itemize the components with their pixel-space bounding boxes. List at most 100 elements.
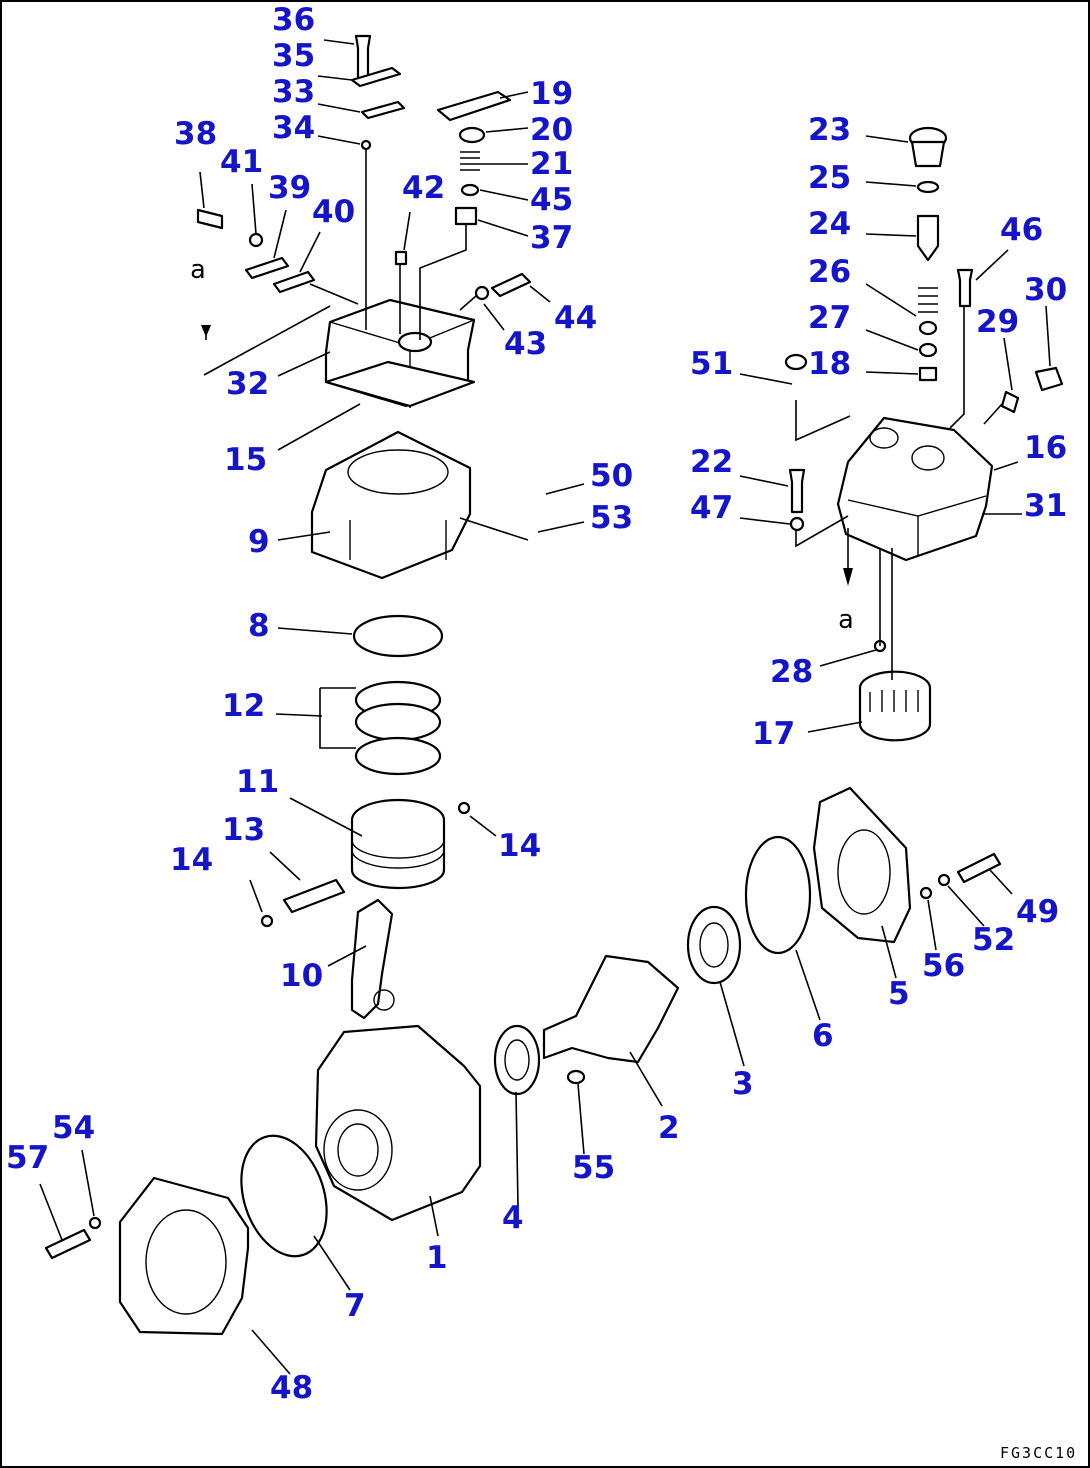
part-47-washer [789,516,805,532]
part-34-pin [360,139,372,151]
callout-47: 47 [690,490,733,526]
callout-56: 56 [922,948,965,984]
part-46-bolt [956,268,974,308]
drawing-code: FG3CC10 [1000,1444,1077,1462]
callout-34: 34 [272,110,315,146]
part-29-washer [1000,390,1020,414]
callout-53: 53 [590,500,633,536]
callout-22: 22 [690,444,733,480]
part-20-cap [458,126,486,144]
callout-5: 5 [888,976,910,1012]
part-12-ring-b [354,702,442,742]
part-10-conrod [350,898,394,1020]
callout-36: 36 [272,2,315,38]
callout-52: 52 [972,922,1015,958]
part-40-plate [272,270,316,294]
callout-6: 6 [812,1018,834,1054]
part-33-plate [360,100,406,120]
part-6-oring [744,835,812,955]
part-38-bolt [196,208,224,230]
callout-19: 19 [530,76,573,112]
part-13-pin [282,878,346,914]
callout-17: 17 [752,716,795,752]
part-39-plate [244,256,290,280]
callout-9: 9 [248,524,270,560]
callout-39: 39 [268,170,311,206]
callout-32: 32 [226,366,269,402]
part-54-washer [88,1216,102,1230]
callout-35: 35 [272,38,315,74]
callout-38: 38 [174,116,217,152]
callout-37: 37 [530,220,573,256]
callout-43: 43 [504,326,547,362]
part-shapes [44,34,1064,1336]
part-1-crankcase [314,1024,482,1222]
part-45-ring [460,183,480,197]
callout-8: 8 [248,608,270,644]
callout-10: 10 [280,958,323,994]
callout-54: 54 [52,1110,95,1146]
part-25-ring [916,180,940,194]
assembly-lines [201,148,1003,680]
part-55-key [566,1069,586,1085]
callout-51: 51 [690,346,733,382]
callout-11: 11 [236,764,279,800]
part-43-washer [474,285,490,301]
part-22-bolt [788,468,806,514]
callout-25: 25 [808,160,851,196]
part-56-washer [919,886,933,900]
callout-12: 12 [222,688,265,724]
callout-33: 33 [272,74,315,110]
part-8-oring [352,614,444,658]
part-18-plug [918,366,938,382]
callout-31: 31 [1024,488,1067,524]
callout-57: 57 [6,1140,49,1176]
part-7-oring [240,1134,328,1258]
callouts: 1 2 3 4 5 6 7 8 9 10 11 12 13 14 14 15 1… [6,2,1067,1406]
callout-48: 48 [270,1370,313,1406]
callout-49: 49 [1016,894,1059,930]
part-11-piston [350,798,446,890]
part-52-washer [937,873,951,887]
callout-16: 16 [1024,430,1067,466]
part-27-ring [918,320,938,336]
callout-2: 2 [658,1110,680,1146]
part-9-cylinder [310,430,472,580]
part-24-valve [916,214,940,262]
callout-23: 23 [808,112,851,148]
reference-mark-left: a [190,255,206,285]
part-21-spring [460,151,480,171]
part-12-ring-c [354,736,442,776]
callout-20: 20 [530,112,573,148]
part-37-plug [454,206,478,226]
part-19-lever [436,90,512,122]
part-14-clip-a [260,914,274,928]
callout-1: 1 [426,1240,448,1276]
callout-27: 27 [808,300,851,336]
callout-29: 29 [976,304,1019,340]
leader-lines [39,39,1051,1375]
callout-4: 4 [502,1200,524,1236]
callout-3: 3 [732,1066,754,1102]
callout-50: 50 [590,458,633,494]
callout-24: 24 [808,206,851,242]
part-17-unloader [858,670,932,742]
part-42-valve [394,250,408,266]
callout-28: 28 [770,654,813,690]
part-49-bolt [956,852,1002,884]
part-36-bolt [354,34,372,80]
part-41-washer [248,232,264,248]
part-30-fitting [1034,366,1064,392]
part-2-crankshaft [542,954,680,1064]
callout-13: 13 [222,812,265,848]
callout-42: 42 [402,170,445,206]
reference-mark-right: a [838,605,854,635]
callout-14-right: 14 [498,828,541,864]
part-51-plug [784,353,808,371]
callout-7: 7 [344,1288,366,1324]
callout-41: 41 [220,144,263,180]
part-4-bearing [493,1024,541,1096]
part-48-front-cover [118,1176,250,1336]
part-26-spring [918,287,938,313]
